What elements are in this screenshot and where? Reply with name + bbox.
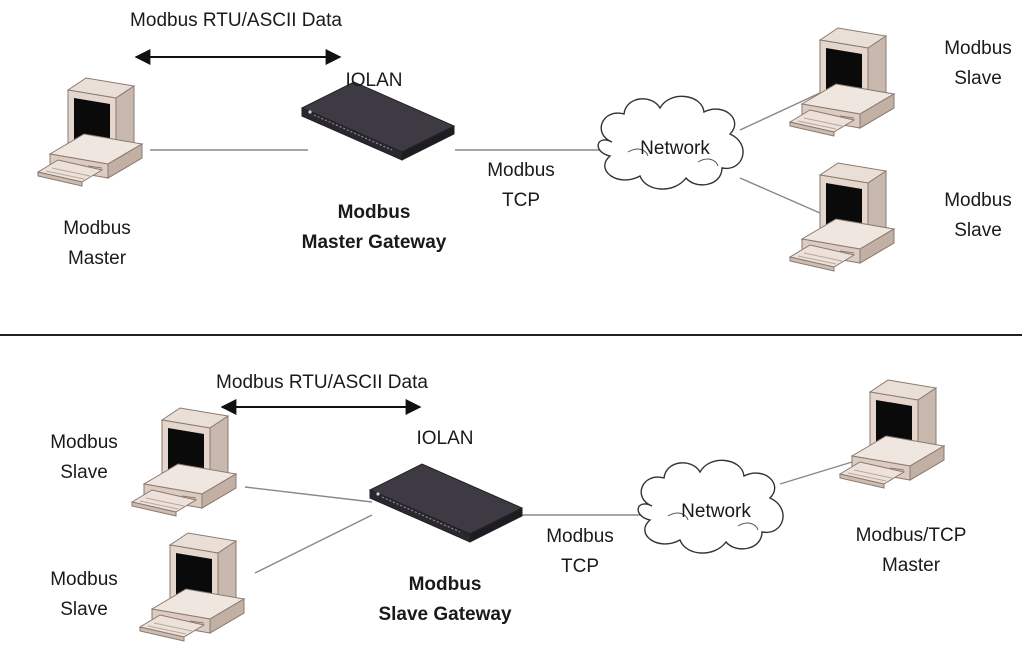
link-network-slave1 [739,91,823,131]
iolan-label: IOLAN [416,428,474,449]
computer-icon [789,27,895,137]
computer-icon [139,532,245,642]
data-label: Modbus RTU/ASCII Data [216,372,428,393]
link-network-master [779,461,853,485]
network-label: Network [681,501,751,522]
computer-icon [37,77,143,187]
computer-icon [131,407,237,517]
computer-icon [839,379,945,489]
gateway-device-icon [369,463,523,543]
network-label: Network [640,138,710,159]
link-network-slave2 [739,177,821,214]
computer-icon [789,162,895,272]
link-slave1-gateway [244,486,373,503]
data-label: Modbus RTU/ASCII Data [130,10,342,31]
iolan-label: IOLAN [345,70,403,91]
link-slave2-gateway [254,514,373,574]
